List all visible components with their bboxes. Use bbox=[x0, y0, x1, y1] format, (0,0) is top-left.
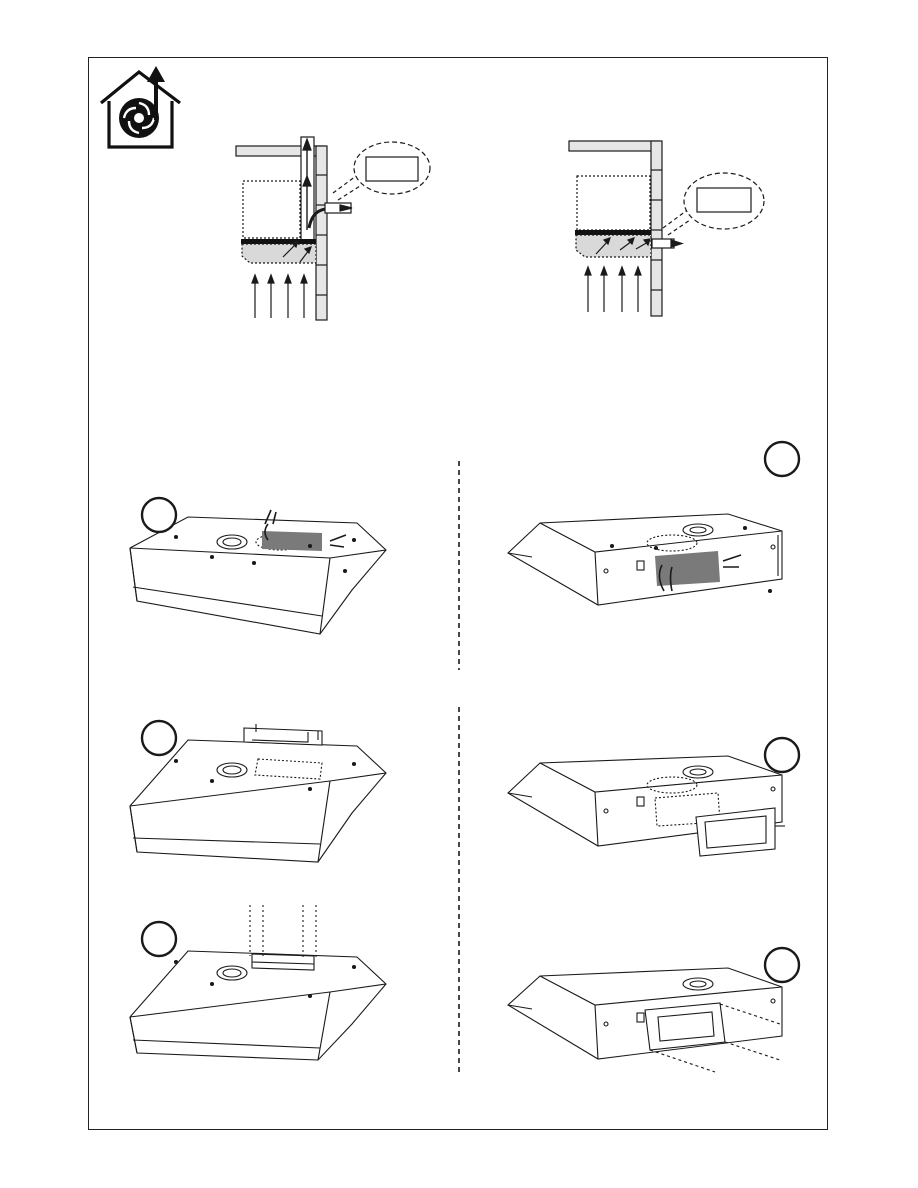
step-6-illustration bbox=[0, 0, 918, 1188]
